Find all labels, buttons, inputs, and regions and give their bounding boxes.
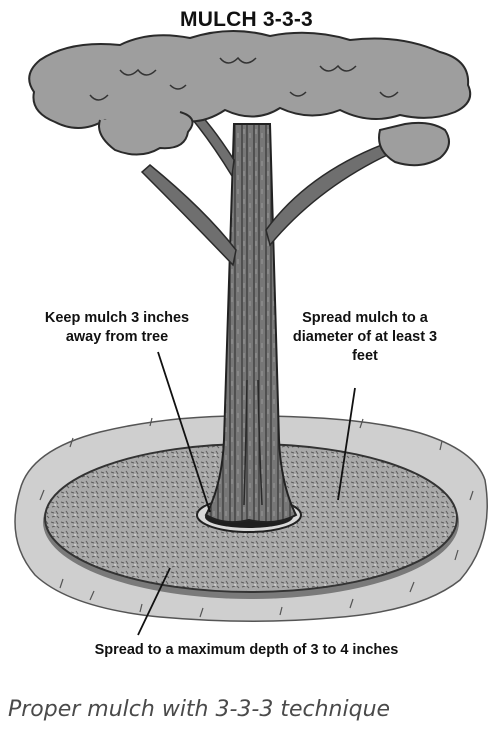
annotation-keep-away: Keep mulch 3 inches away from tree xyxy=(32,309,202,347)
diagram-title: MULCH 3-3-3 xyxy=(0,8,493,32)
annotation-depth: Spread to a maximum depth of 3 to 4 inch… xyxy=(0,641,493,660)
annotation-diameter: Spread mulch to a diameter of at least 3… xyxy=(290,309,440,366)
image-caption: Proper mulch with 3-3-3 technique xyxy=(8,697,390,722)
